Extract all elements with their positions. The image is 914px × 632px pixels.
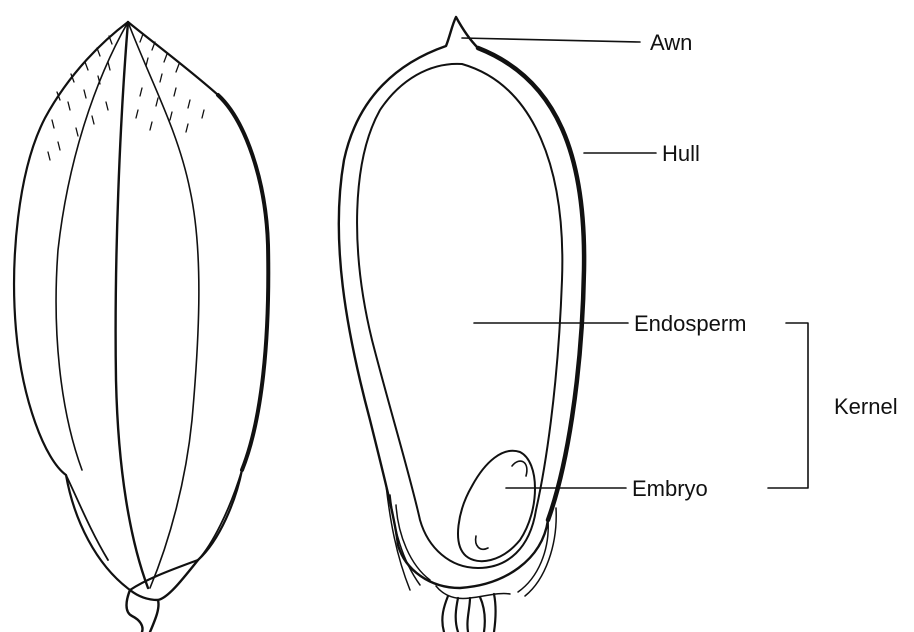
kernel-bracket bbox=[768, 323, 808, 488]
leader-lines bbox=[462, 38, 808, 488]
grain-exterior bbox=[14, 22, 268, 632]
exterior-right-edge-thick bbox=[218, 95, 268, 470]
grain-section bbox=[339, 17, 584, 632]
label-hull: Hull bbox=[662, 141, 700, 166]
embryo-lower-mark bbox=[476, 536, 488, 549]
section-stalk bbox=[442, 594, 495, 632]
embryo-upper-mark bbox=[512, 461, 527, 476]
exterior-center-line bbox=[116, 22, 148, 588]
base-fibres bbox=[386, 485, 556, 599]
label-endosperm: Endosperm bbox=[634, 311, 747, 336]
label-kernel: Kernel bbox=[834, 394, 898, 419]
awn-leader bbox=[462, 38, 640, 42]
exterior-stalk bbox=[127, 560, 199, 632]
label-awn: Awn bbox=[650, 30, 692, 55]
label-embryo: Embryo bbox=[632, 476, 708, 501]
